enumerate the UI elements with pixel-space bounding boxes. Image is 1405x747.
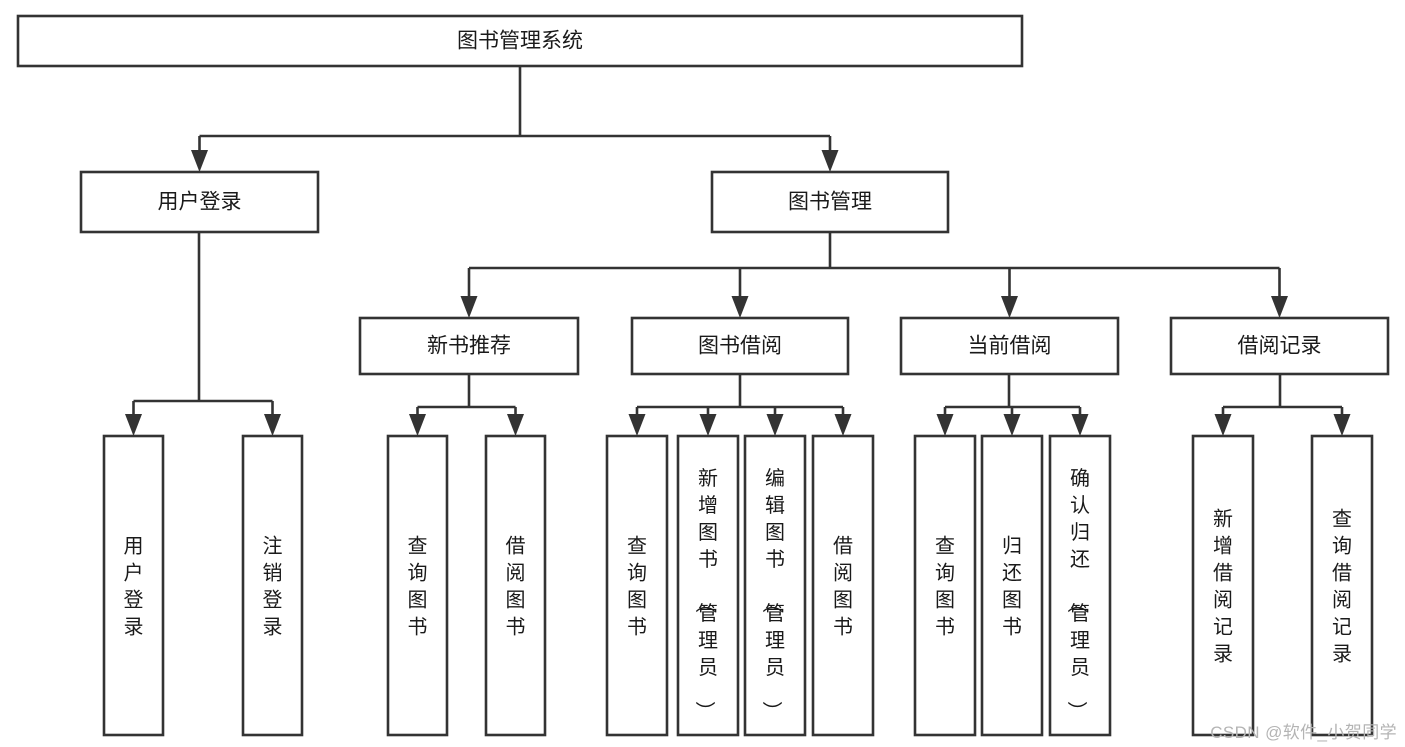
node-label: 图书管理	[788, 191, 872, 214]
arrowhead-icon	[507, 414, 524, 436]
arrowhead-icon	[1071, 414, 1089, 436]
node-label: 图书管理系统	[457, 30, 583, 53]
node-label: 用户登录	[124, 536, 144, 639]
node-leaf-borrow-query[interactable]: 查询图书	[605, 434, 669, 737]
node-box[interactable]	[605, 434, 669, 737]
edge-group-root	[191, 66, 839, 172]
edge-group-current	[936, 374, 1089, 436]
edge-group-newbook	[409, 374, 524, 436]
arrowhead-icon	[1333, 414, 1351, 436]
arrowhead-icon	[699, 414, 717, 436]
arrowhead-icon	[460, 296, 478, 318]
node-box[interactable]	[630, 316, 850, 376]
edge-group-borrow	[628, 374, 852, 436]
node-records[interactable]: 借阅记录	[1169, 316, 1390, 376]
node-login[interactable]: 用户登录	[79, 170, 320, 234]
edge-group-login	[125, 232, 281, 436]
arrowhead-icon	[1271, 296, 1288, 318]
node-label: 借阅图书	[833, 535, 853, 639]
node-label: 借阅图书	[506, 535, 526, 639]
arrowhead-icon	[834, 414, 852, 436]
node-label: 图书借阅	[698, 335, 782, 358]
edge-group-bookmgmt	[460, 232, 1288, 318]
arrowhead-icon	[191, 150, 208, 172]
node-box[interactable]	[980, 434, 1044, 737]
arrowhead-icon	[409, 414, 426, 436]
node-leaf-user-login[interactable]: 用户登录	[102, 434, 165, 737]
node-box[interactable]	[358, 316, 580, 376]
node-label: 查询图书	[408, 535, 428, 639]
node-leaf-rec-add[interactable]: 新增借阅记录	[1191, 434, 1255, 737]
node-leaf-borrow-add[interactable]: 新增图书（管理员）	[676, 434, 740, 737]
node-box[interactable]	[241, 434, 304, 737]
node-box[interactable]	[676, 434, 740, 737]
arrowhead-icon	[731, 296, 749, 318]
arrowhead-icon	[766, 414, 784, 436]
node-label: 用户登录	[158, 191, 242, 214]
node-label: 借阅记录	[1238, 335, 1322, 358]
node-box[interactable]	[913, 434, 977, 737]
arrowhead-icon	[1003, 414, 1021, 436]
node-box[interactable]	[1048, 434, 1112, 737]
edge-group-records	[1214, 374, 1351, 436]
node-box[interactable]	[16, 14, 1024, 68]
node-leaf-cur-return[interactable]: 归还图书	[980, 434, 1044, 737]
node-leaf-new-borrow[interactable]: 借阅图书	[484, 434, 547, 737]
arrowhead-icon	[1214, 414, 1232, 436]
node-leaf-cur-query[interactable]: 查询图书	[913, 434, 977, 737]
node-box[interactable]	[1191, 434, 1255, 737]
arrowhead-icon	[1001, 296, 1018, 318]
node-label: 注销登录	[263, 535, 283, 639]
node-root[interactable]: 图书管理系统	[16, 14, 1024, 68]
node-leaf-rec-query[interactable]: 查询借阅记录	[1310, 434, 1374, 737]
node-leaf-cur-confirm[interactable]: 确认归还（管理员）	[1048, 434, 1112, 737]
node-label: 新书推荐	[427, 335, 511, 358]
node-newbook[interactable]: 新书推荐	[358, 316, 580, 376]
arrowhead-icon	[821, 150, 839, 172]
node-box[interactable]	[386, 434, 449, 737]
node-label: 查询图书	[627, 535, 647, 639]
arrowhead-icon	[264, 414, 281, 436]
node-label: 新增借阅记录	[1213, 508, 1233, 666]
node-leaf-borrow-edit[interactable]: 编辑图书（管理员）	[743, 434, 807, 737]
node-borrow[interactable]: 图书借阅	[630, 316, 850, 376]
edges-layer	[125, 66, 1351, 436]
node-current[interactable]: 当前借阅	[899, 316, 1120, 376]
node-box[interactable]	[1310, 434, 1374, 737]
arrowhead-icon	[628, 414, 646, 436]
node-label: 编辑图书（管理员）	[760, 467, 785, 721]
node-leaf-new-query[interactable]: 查询图书	[386, 434, 449, 737]
node-label: 新增图书（管理员）	[693, 467, 718, 721]
arrowhead-icon	[936, 414, 954, 436]
node-box[interactable]	[710, 170, 950, 234]
node-box[interactable]	[1169, 316, 1390, 376]
node-box[interactable]	[899, 316, 1120, 376]
node-box[interactable]	[484, 434, 547, 737]
nodes-layer: 图书管理系统用户登录图书管理新书推荐图书借阅当前借阅借阅记录用户登录注销登录查询…	[16, 14, 1390, 737]
node-label: 查询借阅记录	[1332, 508, 1352, 666]
node-label: 归还图书	[1002, 535, 1022, 639]
arrowhead-icon	[125, 414, 142, 436]
node-box[interactable]	[743, 434, 807, 737]
node-box[interactable]	[102, 434, 165, 737]
node-leaf-borrow-lend[interactable]: 借阅图书	[811, 434, 875, 737]
node-bookmgmt[interactable]: 图书管理	[710, 170, 950, 234]
node-label: 当前借阅	[968, 335, 1052, 358]
node-leaf-user-logout[interactable]: 注销登录	[241, 434, 304, 737]
node-label: 查询图书	[935, 535, 955, 639]
node-label: 确认归还（管理员）	[1065, 467, 1090, 721]
node-box[interactable]	[79, 170, 320, 234]
node-box[interactable]	[811, 434, 875, 737]
